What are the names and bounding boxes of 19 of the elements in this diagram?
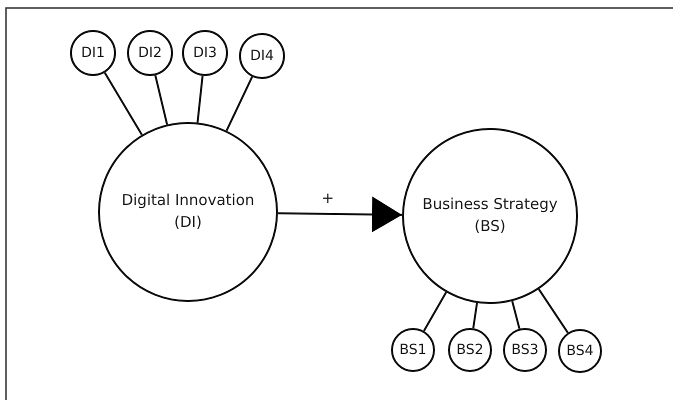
connector-line (472, 302, 478, 328)
connector-line (154, 75, 168, 125)
connector-line (196, 76, 204, 123)
item-circle: BS3 (503, 328, 547, 372)
concept-circle: Business Strategy (BS) (402, 128, 578, 304)
item-circle: BS1 (391, 328, 435, 372)
item-circle: BS4 (558, 329, 602, 373)
item-circle: DI1 (70, 30, 116, 76)
item-circle: DI2 (127, 30, 173, 76)
item-circle: DI4 (239, 33, 285, 79)
item-circle: DI3 (182, 30, 228, 76)
item-circle: BS2 (448, 328, 492, 372)
arrow (278, 196, 402, 232)
connector-line (226, 76, 254, 132)
connector-line (104, 72, 143, 136)
connector-line (423, 292, 448, 332)
connector-line (538, 288, 569, 334)
concept-circle: Digital Innovation (DI) (98, 122, 278, 302)
connector-line (511, 300, 520, 329)
